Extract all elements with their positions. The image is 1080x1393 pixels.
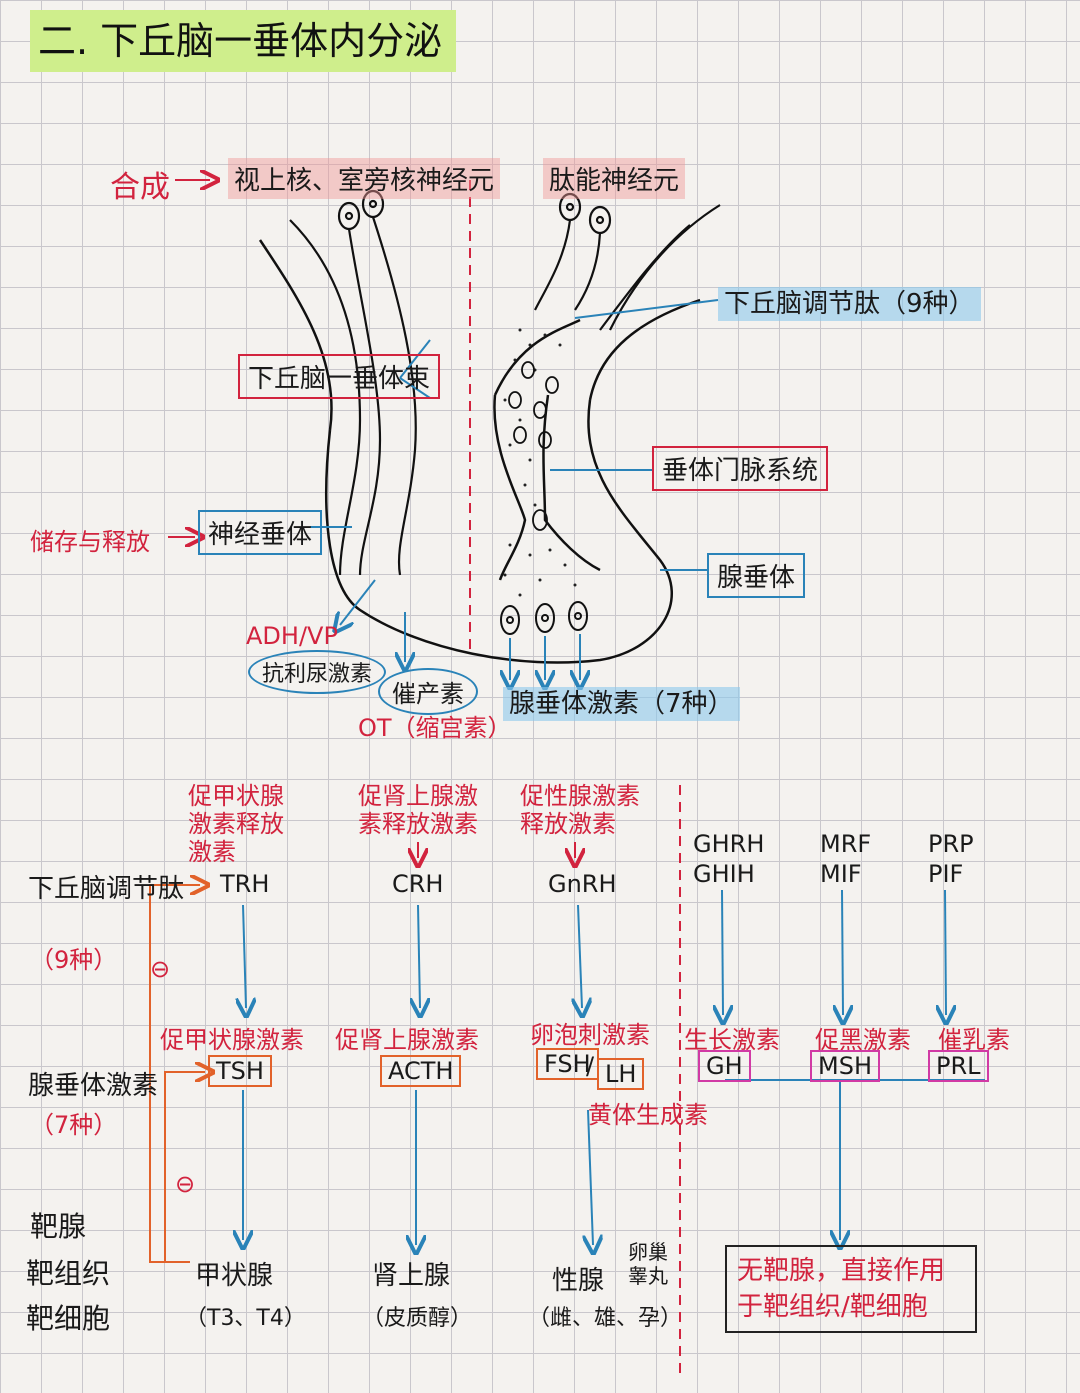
thyroid-products: （T3、T4） (185, 1306, 306, 1331)
secretory-cells (500, 601, 588, 635)
hormone-slash: / (586, 1052, 595, 1080)
trh-abbr: TRH (220, 870, 270, 898)
crh-abbr: CRH (392, 870, 444, 898)
ot-label: OT（缩宫素） (358, 714, 512, 742)
tsh-abbr: TSH (208, 1055, 272, 1087)
adenohypophysis: 腺垂体 (707, 553, 806, 598)
tsh-fullname: 促甲状腺激素 (160, 1026, 304, 1054)
inhibit-symbol-2: ⊖ (175, 1170, 196, 1198)
adrenal-products: （皮质醇） (362, 1306, 473, 1331)
portal-cells (508, 361, 559, 531)
portal-system: 垂体门脉系统 (652, 446, 829, 491)
synthesis-label: 合成 (110, 170, 170, 205)
gonad-products: （雌、雄、孕） (528, 1306, 683, 1331)
row-label-pituitary-count: （7种） (30, 1111, 118, 1139)
release-arrows (340, 579, 580, 680)
row-label-target-cell: 靶细胞 (26, 1302, 111, 1335)
acth-abbr: ACTH (380, 1055, 462, 1087)
fsh-fullname: 卵泡刺激素 (530, 1021, 650, 1049)
row-label-target-gland: 靶腺 (30, 1210, 87, 1243)
row-label-hypothalamic-count: （9种） (30, 946, 118, 974)
anterior-hormones-text: 腺垂体激素（7种） (503, 687, 740, 721)
prp-abbr: PRP (928, 830, 974, 858)
page-title: 二. 下丘脑一垂体内分泌 (30, 10, 456, 72)
lh-fullname: 黄体生成素 (588, 1101, 708, 1129)
thyroid-gland: 甲状腺 (195, 1261, 274, 1291)
msh-abbr: MSH (810, 1050, 880, 1082)
gonad-types: 卵巢 睾丸 (628, 1240, 668, 1288)
neurons-right (534, 192, 721, 331)
hypothalamo-hypophyseal-tract: 下丘脑一垂体束 (238, 354, 441, 399)
direct-action-note: 无靶腺，直接作用于靶组织/靶细胞 (725, 1245, 977, 1333)
feedback-loops (149, 885, 205, 1263)
storage-release-label: 储存与释放 (30, 528, 150, 556)
mif-abbr: MIF (820, 860, 862, 888)
gh-fullname: 生长激素 (684, 1026, 780, 1054)
top-pointers (310, 299, 719, 571)
acth-fullname: 促肾上腺激素 (335, 1026, 479, 1054)
ghrh-abbr: GHRH (693, 830, 765, 858)
crh-fullname: 促肾上腺激素释放激素 (358, 782, 478, 838)
inhibit-symbol-1: ⊖ (150, 955, 171, 983)
pif-abbr: PIF (928, 860, 964, 888)
anterior-pituitary-hormones-label: 腺垂体激素（7种） (503, 683, 740, 721)
adrenal-gland: 肾上腺 (372, 1261, 451, 1291)
supraoptic-paraventricular-neurons: 视上核、室旁核神经元 (228, 158, 501, 199)
peptidergic-neurons: 肽能神经元 (543, 158, 686, 199)
neurons-left (289, 189, 417, 576)
row-label-target-tissue: 靶组织 (26, 1257, 111, 1290)
adh-label: ADH/VP (246, 622, 338, 650)
gonads: 性腺 (552, 1266, 605, 1296)
fsh-abbr: FSH (536, 1048, 599, 1080)
mrf-abbr: MRF (820, 830, 872, 858)
gh-abbr: GH (698, 1050, 751, 1082)
gnrh-fullname: 促性腺激素释放激素 (520, 782, 640, 838)
row-label-hypothalamic: 下丘脑调节肽 (28, 874, 185, 904)
ghih-abbr: GHIH (693, 860, 755, 888)
msh-fullname: 促黑激素 (815, 1026, 911, 1054)
lh-abbr: LH (597, 1058, 645, 1090)
trh-fullname: 促甲状腺激素释放激素 (188, 782, 284, 866)
prl-abbr: PRL (928, 1050, 989, 1082)
oxytocin: 催产素 (378, 668, 478, 715)
hypothalamic-regulatory-peptides-label: 下丘脑调节肽（9种） (718, 283, 981, 321)
antidiuretic-hormone: 抗利尿激素 (248, 650, 387, 694)
row-label-pituitary: 腺垂体激素 (28, 1071, 159, 1101)
stipple (503, 328, 577, 597)
neurohypophysis: 神经垂体 (198, 510, 323, 555)
hypothalamic-peptides-text: 下丘脑调节肽（9种） (718, 287, 981, 321)
red-small-arrows (418, 842, 575, 858)
pituitary-outline (258, 239, 701, 664)
gnrh-abbr: GnRH (548, 870, 617, 898)
prl-fullname: 催乳素 (938, 1026, 1010, 1054)
